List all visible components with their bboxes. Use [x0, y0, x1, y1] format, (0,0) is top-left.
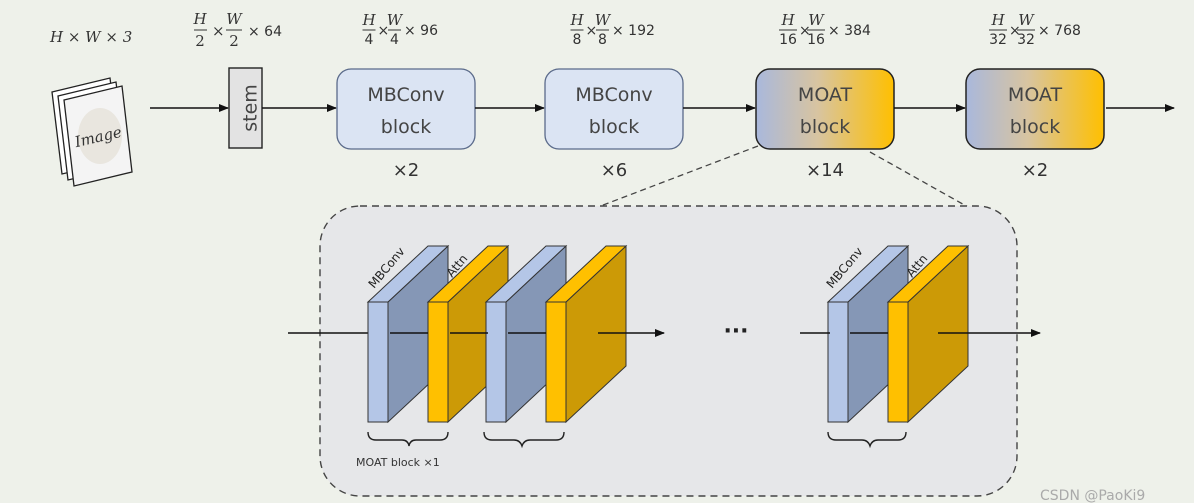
- dims-h: H: [361, 11, 376, 29]
- stage-block-subtitle: block: [589, 116, 639, 138]
- stage-block-subtitle: block: [800, 116, 850, 138]
- ellipsis: ···: [723, 319, 748, 344]
- stage-block-1: MBConv block ×2: [336, 68, 476, 181]
- dims-h: H: [990, 11, 1005, 29]
- watermark: CSDN @PaoKi9: [1040, 488, 1145, 503]
- dims-channels: × 384: [828, 23, 871, 39]
- dims-h-den: 16: [779, 32, 797, 48]
- svg-text:×: ×: [799, 23, 811, 39]
- brace-1: [367, 431, 449, 447]
- stage-dims-label-1: H4×W4× 96: [361, 11, 438, 48]
- dims-h-den: 8: [573, 32, 582, 48]
- dims-h: H: [569, 11, 584, 29]
- stage-block-box: [965, 68, 1105, 150]
- stage-block-box: [544, 68, 684, 150]
- stage-repeat-count: ×6: [601, 160, 628, 181]
- dims-w-den: 16: [807, 32, 825, 48]
- dims-w: W: [1018, 11, 1035, 29]
- dims-w-den: 32: [1017, 32, 1035, 48]
- dims-channels: × 768: [1038, 23, 1081, 39]
- dims-h: H: [780, 11, 795, 29]
- stage-block-3: MOAT block ×14: [755, 68, 895, 181]
- dims-w: W: [808, 11, 825, 29]
- brace-3: [827, 431, 907, 449]
- stage-block-box: [755, 68, 895, 150]
- dims-w-den: 4: [390, 32, 399, 48]
- dims-h-den: 4: [365, 32, 374, 48]
- stage-block-title: MBConv: [575, 84, 652, 106]
- stage-repeat-count: ×14: [806, 160, 844, 181]
- stem-dims-channels: × 64: [248, 24, 282, 40]
- brace-caption: MOAT block ×1: [356, 456, 440, 469]
- stage-block-box: [336, 68, 476, 150]
- stage-dims-label-4: H32×W32× 768: [989, 11, 1081, 48]
- dims-w: W: [387, 11, 404, 29]
- stage-block-title: MOAT: [1008, 84, 1063, 106]
- dims-h-den: 32: [989, 32, 1007, 48]
- dims-channels: × 192: [612, 23, 655, 39]
- stem-label: stem: [240, 84, 262, 132]
- stem-dims-h: H: [192, 10, 207, 28]
- stage-repeat-count: ×2: [393, 160, 420, 181]
- zoom-line-right: [869, 151, 969, 208]
- stage-block-title: MOAT: [798, 84, 853, 106]
- dims-w: W: [595, 11, 612, 29]
- stage-block-subtitle: block: [381, 116, 431, 138]
- svg-text:×: ×: [378, 23, 390, 39]
- stage-dims-label-2: H8×W8× 192: [569, 11, 654, 48]
- dims-channels: × 96: [404, 23, 438, 39]
- stage-block-subtitle: block: [1010, 116, 1060, 138]
- attn-layer-2: [544, 244, 628, 424]
- stem-dims-w-den: 2: [229, 32, 239, 50]
- svg-text:×: ×: [586, 23, 598, 39]
- attn-layer-3: [886, 244, 970, 424]
- stage-dims-label-3: H16×W16× 384: [779, 11, 871, 48]
- input-dims-label: H × W × 3: [49, 28, 132, 46]
- stage-block-2: MBConv block ×6: [544, 68, 684, 181]
- stage-block-4: MOAT block ×2: [965, 68, 1105, 181]
- stage-block-title: MBConv: [367, 84, 444, 106]
- svg-text:×: ×: [1009, 23, 1021, 39]
- dims-w-den: 8: [598, 32, 607, 48]
- input-image-icon: Image: [51, 77, 133, 187]
- zoom-line-left: [597, 145, 759, 208]
- svg-text:×: ×: [212, 22, 225, 40]
- stage-repeat-count: ×2: [1022, 160, 1049, 181]
- stem-dims-w: W: [226, 10, 243, 28]
- stem-dims-label: H 2 × W 2 × 64: [192, 10, 282, 50]
- stem-block: [228, 67, 263, 149]
- brace-2: [483, 431, 565, 449]
- stem-dims-h-den: 2: [195, 32, 205, 50]
